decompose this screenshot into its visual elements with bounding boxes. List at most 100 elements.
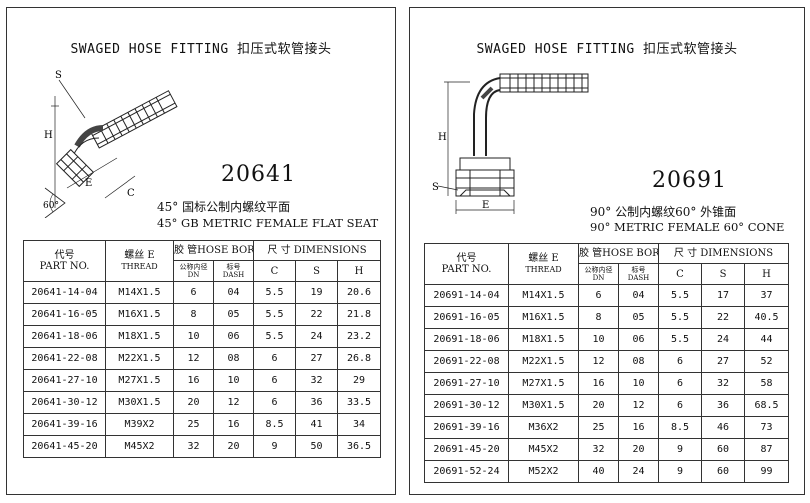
spec-table: 代号 PART NO. 螺丝 E THREAD 胶 管HOSE BORE 尺 寸… [23, 240, 381, 458]
col-h: H [744, 263, 789, 285]
cell-h: 36.5 [337, 435, 381, 458]
cell-h: 26.8 [337, 347, 381, 370]
cell-h: 20.6 [337, 281, 381, 304]
cell-s: 24 [295, 325, 338, 348]
cell-part-no: 20691-16-05 [424, 306, 509, 329]
dn-cn: 公称内径 [179, 263, 208, 271]
cell-dn: 12 [578, 350, 619, 373]
cell-s: 17 [701, 284, 745, 307]
cell-dn: 25 [173, 413, 214, 436]
fitting-90-svg: H S E [432, 73, 589, 214]
cell-h: 99 [744, 460, 789, 483]
col-thread: 螺丝 E THREAD [508, 243, 579, 285]
cell-thread: M22X1.5 [508, 350, 579, 373]
cell-thread: M27X1.5 [105, 369, 174, 392]
label-h: H [44, 130, 53, 141]
col-c: C [253, 260, 296, 282]
cell-c: 5.5 [253, 303, 296, 326]
cell-thread: M30X1.5 [508, 394, 579, 417]
cell-s: 60 [701, 438, 745, 461]
cell-h: 44 [744, 328, 789, 351]
cell-part-no: 20641-22-08 [23, 347, 106, 370]
cell-dash: 24 [618, 460, 659, 483]
cell-thread: M16X1.5 [508, 306, 579, 329]
col-dash: 标号 DASH [618, 263, 659, 285]
cell-part-no: 20691-39-16 [424, 416, 509, 439]
cell-thread: M45X2 [105, 435, 174, 458]
cell-dn: 16 [578, 372, 619, 395]
cell-s: 22 [295, 303, 338, 326]
cell-c: 8.5 [253, 413, 296, 436]
cell-dash: 05 [618, 306, 659, 329]
cell-part-no: 20641-45-20 [23, 435, 106, 458]
label-e: E [85, 178, 92, 189]
cell-s: 36 [701, 394, 745, 417]
cell-part-no: 20691-14-04 [424, 284, 509, 307]
cell-thread: M45X2 [508, 438, 579, 461]
cell-part-no: 20691-45-20 [424, 438, 509, 461]
cell-thread: M36X2 [508, 416, 579, 439]
cell-dn: 12 [173, 347, 214, 370]
cell-dash: 04 [213, 281, 254, 304]
header-title: SWAGED HOSE FITTING 扣压式软管接头 [476, 42, 738, 57]
cell-thread: M52X2 [508, 460, 579, 483]
label-s: S [55, 70, 62, 81]
cell-thread: M39X2 [105, 413, 174, 436]
cell-part-no: 20641-18-06 [23, 325, 106, 348]
cell-h: 40.5 [744, 306, 789, 329]
cell-dn: 32 [173, 435, 214, 458]
cell-c: 5.5 [658, 306, 702, 329]
cell-c: 8.5 [658, 416, 702, 439]
label-c: C [127, 188, 135, 199]
cell-c: 6 [658, 350, 702, 373]
description-en: 45° GB METRIC FEMALE FLAT SEAT [157, 216, 379, 230]
model-number: 20641 [221, 162, 296, 187]
cell-dash: 20 [618, 438, 659, 461]
cell-s: 22 [701, 306, 745, 329]
dash-en: DASH [222, 271, 245, 279]
cell-thread: M16X1.5 [105, 303, 174, 326]
cell-c: 5.5 [253, 281, 296, 304]
cell-s: 36 [295, 391, 338, 414]
cell-dash: 08 [213, 347, 254, 370]
cell-part-no: 20691-27-10 [424, 372, 509, 395]
fitting-drawing-90: H S E [430, 68, 590, 218]
cell-part-no: 20641-27-10 [23, 369, 106, 392]
col-s: S [701, 263, 745, 285]
part-no-en: PART NO. [441, 264, 492, 275]
cell-dash: 04 [618, 284, 659, 307]
cell-c: 6 [253, 391, 296, 414]
cell-c: 6 [253, 369, 296, 392]
col-thread: 螺丝 E THREAD [105, 240, 174, 282]
thread-en: THREAD [525, 265, 562, 274]
cell-c: 9 [658, 438, 702, 461]
col-part-no: 代号 PART NO. [424, 243, 509, 285]
cell-dash: 10 [213, 369, 254, 392]
dn-en: DN [187, 271, 200, 279]
description-en: 90° METRIC FEMALE 60° CONE [590, 220, 785, 234]
cell-dn: 25 [578, 416, 619, 439]
cell-s: 60 [701, 460, 745, 483]
cell-s: 27 [701, 350, 745, 373]
cell-dash: 20 [213, 435, 254, 458]
cell-part-no: 20691-52-24 [424, 460, 509, 483]
cell-h: 87 [744, 438, 789, 461]
part-no-cn: 代号 [54, 250, 75, 261]
cell-h: 29 [337, 369, 381, 392]
cell-dash: 12 [618, 394, 659, 417]
cell-part-no: 20641-39-16 [23, 413, 106, 436]
cell-c: 6 [253, 347, 296, 370]
cell-dash: 08 [618, 350, 659, 373]
cell-dash: 10 [618, 372, 659, 395]
cell-part-no: 20691-18-06 [424, 328, 509, 351]
cell-s: 32 [701, 372, 745, 395]
thread-cn: 螺丝 E [528, 253, 559, 264]
